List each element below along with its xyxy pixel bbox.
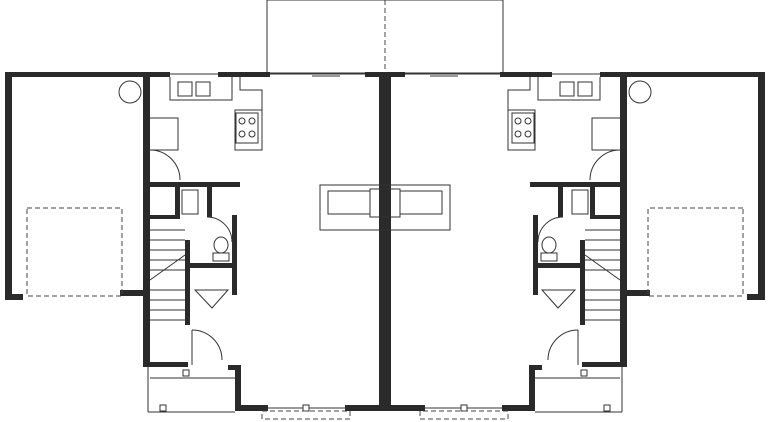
unit-right [384, 71, 766, 420]
garage [5, 72, 150, 300]
entry [143, 329, 241, 413]
kitchen [150, 77, 263, 151]
rear-patio [266, 0, 504, 74]
cooktop-icon [235, 112, 259, 144]
stairs [149, 229, 230, 321]
party-wall [379, 73, 391, 411]
rear-wall [150, 72, 385, 77]
toilet-icon [213, 236, 229, 254]
unit-left [5, 72, 385, 420]
powder-room [150, 182, 240, 325]
fireplace [319, 184, 451, 231]
water-heater-icon [118, 80, 142, 104]
front-wall [235, 404, 385, 420]
